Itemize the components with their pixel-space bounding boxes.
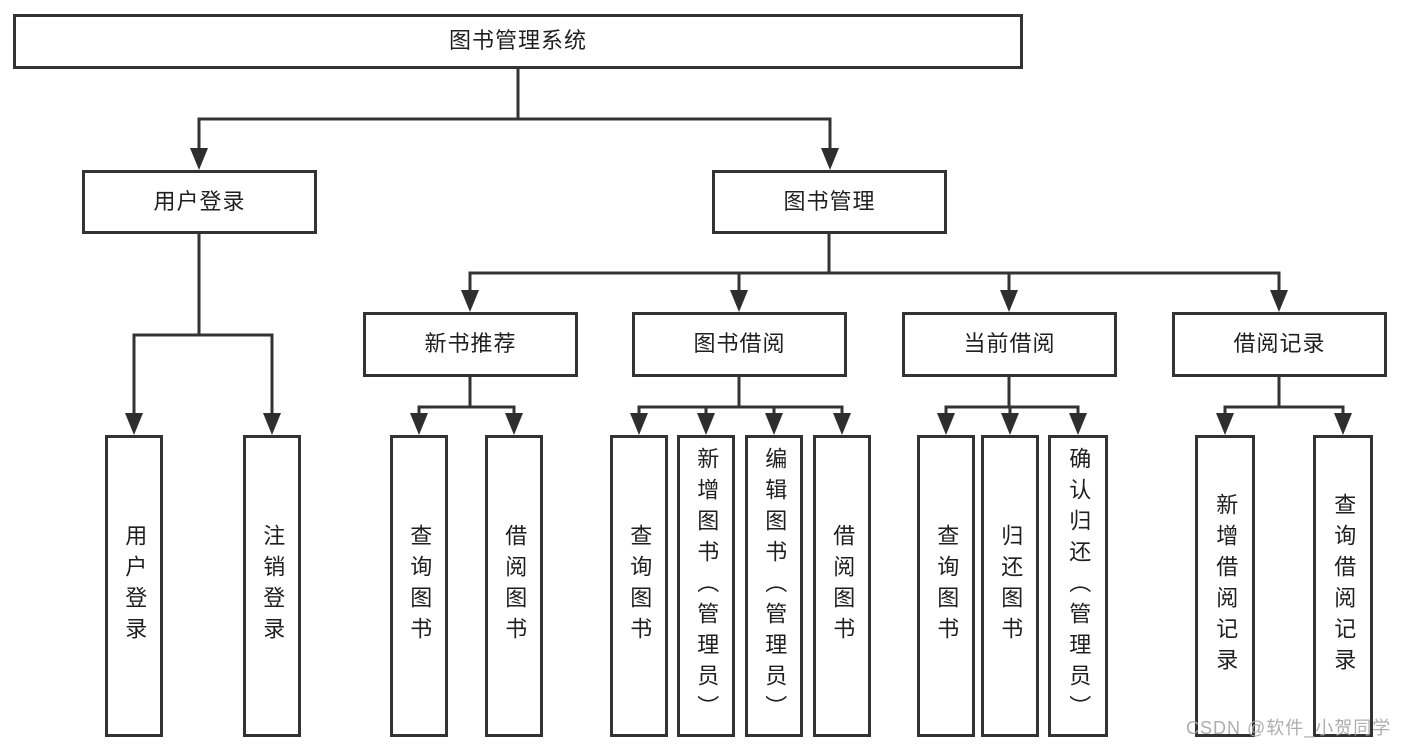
node-book-borrow-label: 图书借阅 <box>693 331 786 357</box>
node-user-login: 用户登录 <box>82 170 317 234</box>
leaf-current-query-books-label: 查询图书 <box>934 524 960 648</box>
node-root-label: 图书管理系统 <box>448 28 587 54</box>
leaf-recommend-query-books-label: 查询图书 <box>407 524 433 648</box>
leaf-recommend-borrow-books: 借阅图书 <box>485 435 543 737</box>
node-root: 图书管理系统 <box>13 14 1023 69</box>
leaf-add-borrow-record: 新增借阅记录 <box>1195 435 1255 737</box>
node-book-management: 图书管理 <box>712 170 947 234</box>
leaf-confirm-return-admin: 确认归还（管理员） <box>1048 435 1108 737</box>
csdn-watermark: CSDN @软件_小贺同学 <box>1186 718 1392 738</box>
leaf-edit-books-admin-label: 编辑图书（管理员） <box>762 446 788 726</box>
node-book-management-label: 图书管理 <box>783 188 876 214</box>
node-book-borrow: 图书借阅 <box>632 312 847 377</box>
leaf-add-books-admin: 新增图书（管理员） <box>677 435 735 737</box>
leaf-borrow-query-books-label: 查询图书 <box>627 524 653 648</box>
leaf-logout: 注销登录 <box>243 435 301 737</box>
leaf-user-login: 用户登录 <box>105 435 163 737</box>
leaf-borrow-books: 借阅图书 <box>813 435 871 737</box>
node-borrow-records: 借阅记录 <box>1172 312 1387 377</box>
leaf-recommend-borrow-books-label: 借阅图书 <box>502 524 528 648</box>
leaf-return-books: 归还图书 <box>981 435 1039 737</box>
leaf-recommend-query-books: 查询图书 <box>390 435 448 737</box>
node-current-borrow-label: 当前借阅 <box>963 331 1056 357</box>
node-new-book-recommend: 新书推荐 <box>363 312 578 377</box>
leaf-return-books-label: 归还图书 <box>998 524 1024 648</box>
node-current-borrow: 当前借阅 <box>902 312 1117 377</box>
leaf-user-login-label: 用户登录 <box>122 524 148 648</box>
node-borrow-records-label: 借阅记录 <box>1233 331 1326 357</box>
leaf-confirm-return-admin-label: 确认归还（管理员） <box>1066 446 1092 726</box>
leaf-query-borrow-record: 查询借阅记录 <box>1313 435 1373 737</box>
leaf-logout-label: 注销登录 <box>260 524 286 648</box>
node-user-login-label: 用户登录 <box>153 188 246 214</box>
node-new-book-recommend-label: 新书推荐 <box>424 331 517 357</box>
leaf-edit-books-admin: 编辑图书（管理员） <box>745 435 803 737</box>
leaf-query-borrow-record-label: 查询借阅记录 <box>1331 493 1357 679</box>
leaf-current-query-books: 查询图书 <box>917 435 975 737</box>
leaf-add-borrow-record-label: 新增借阅记录 <box>1213 493 1239 679</box>
leaf-borrow-query-books: 查询图书 <box>610 435 668 737</box>
leaf-add-books-admin-label: 新增图书（管理员） <box>694 446 720 726</box>
leaf-borrow-books-label: 借阅图书 <box>830 524 856 648</box>
